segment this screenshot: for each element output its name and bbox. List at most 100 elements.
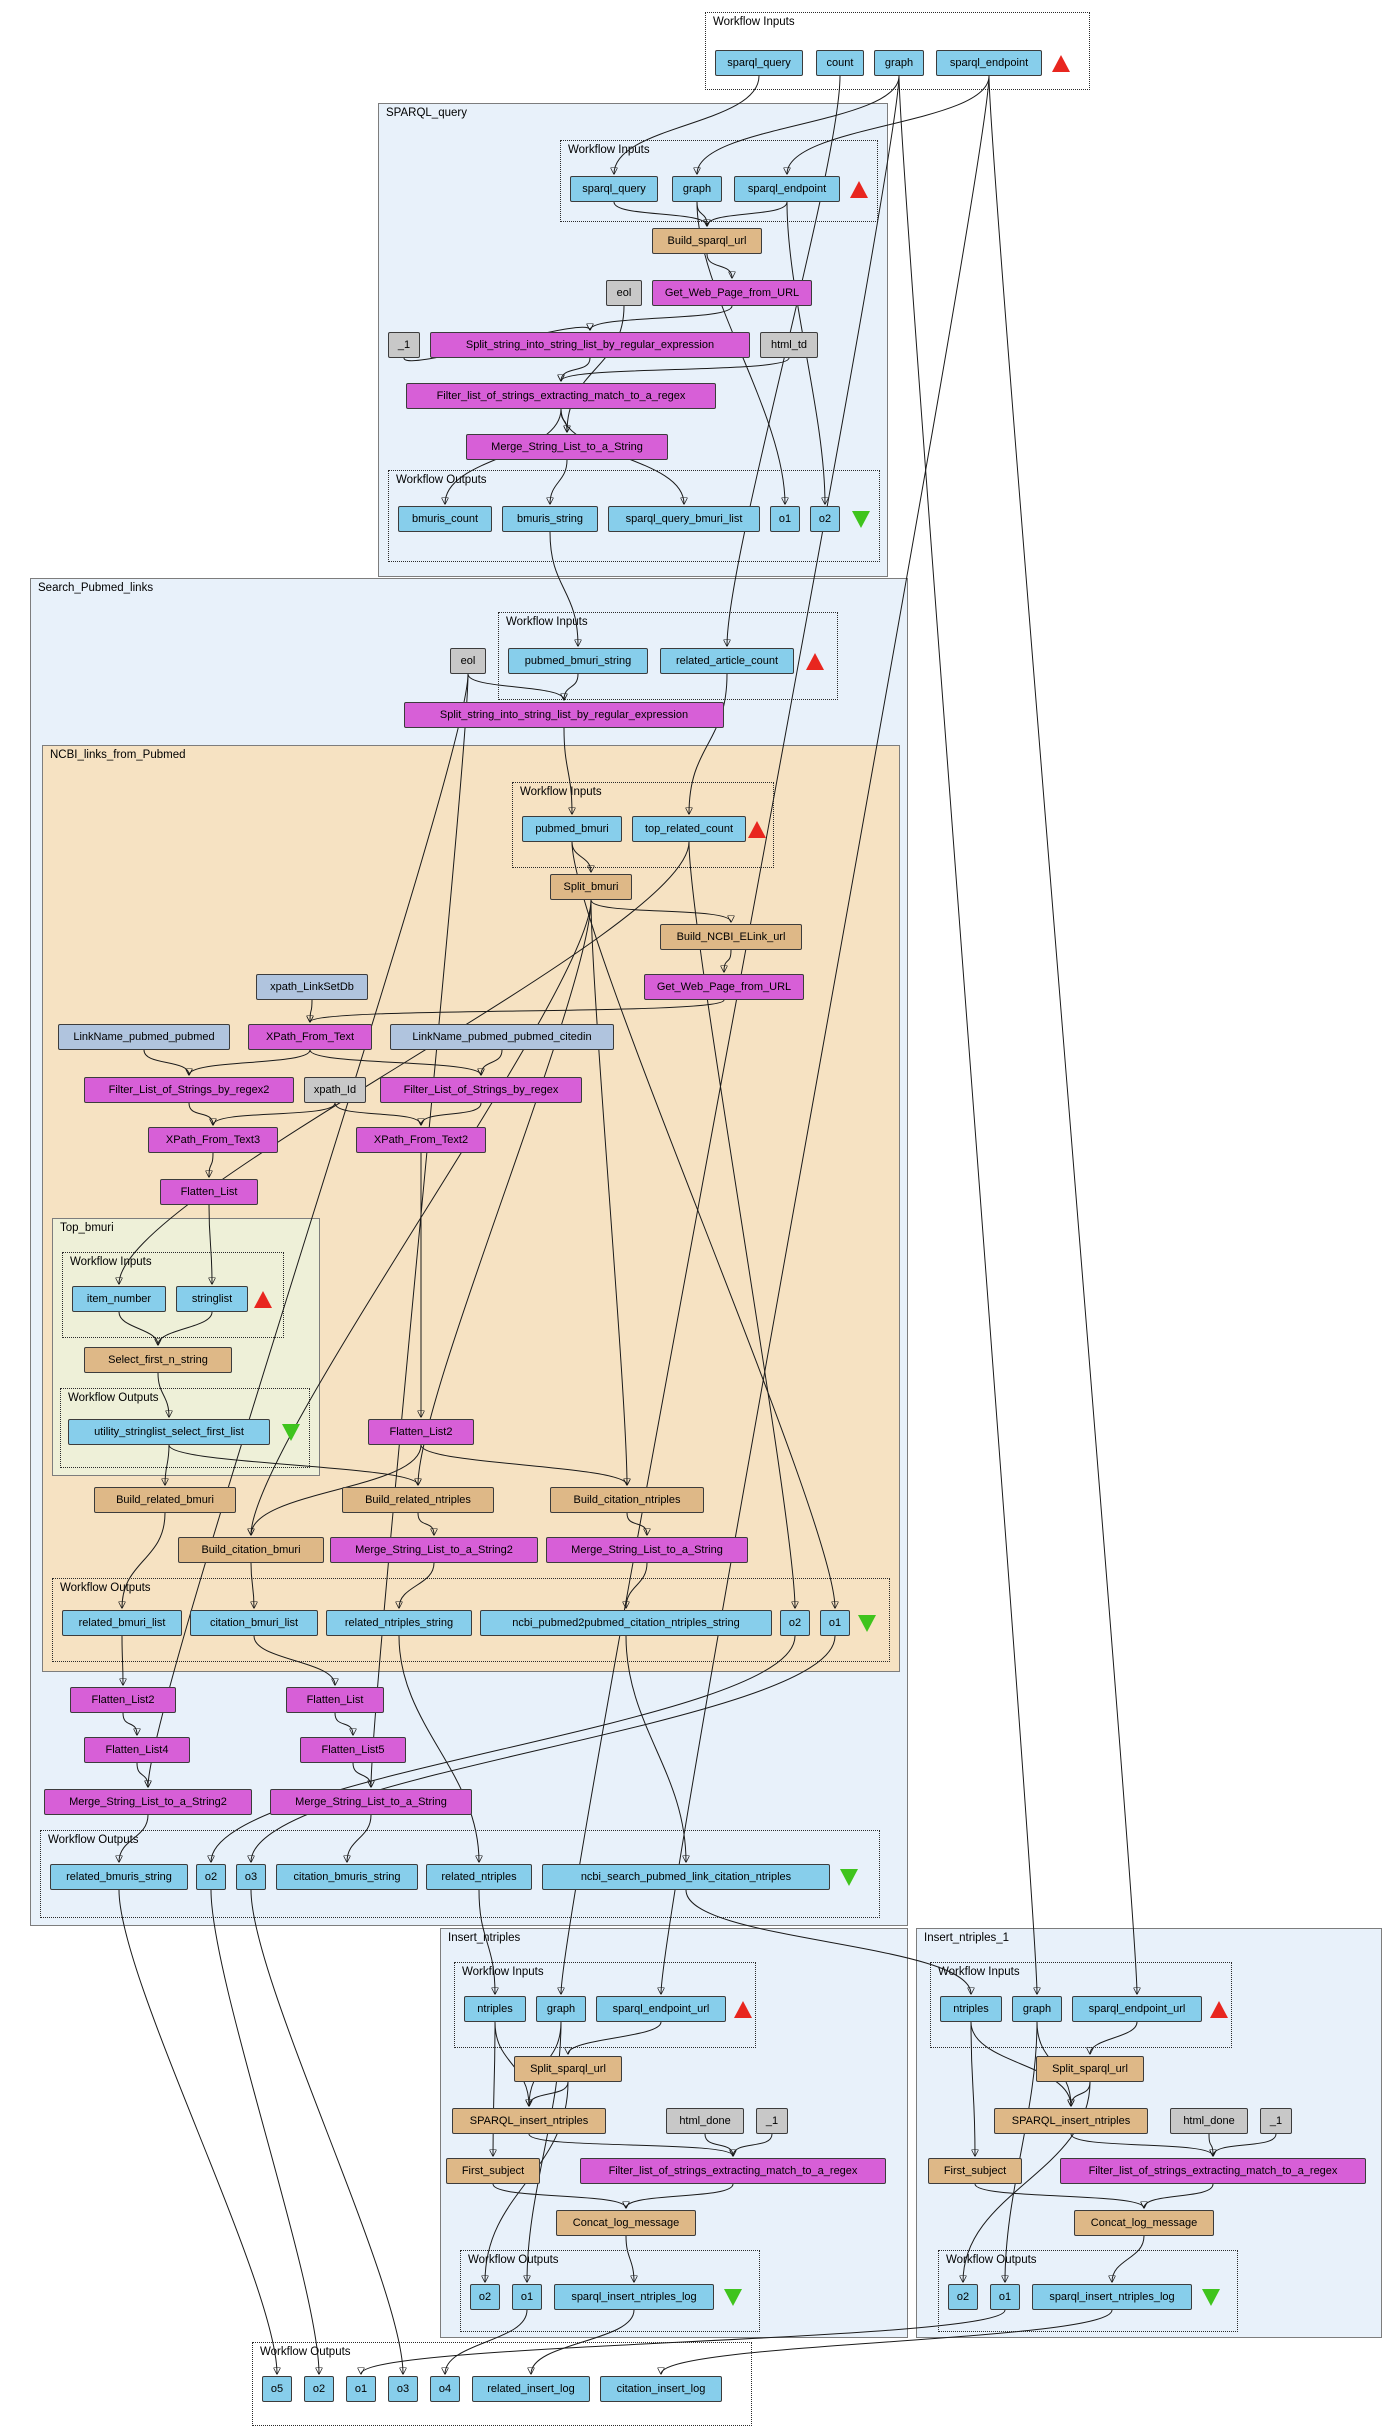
s_merge2[interactable]: Merge_String_List_to_a_String2 <box>44 1789 252 1815</box>
s_o_ncbi[interactable]: ncbi_search_pubmed_link_citation_ntriple… <box>542 1864 830 1890</box>
s_eol[interactable]: eol <box>450 648 486 674</box>
q_eol[interactable]: eol <box>606 280 642 306</box>
i1_wi_endpoint[interactable]: sparql_endpoint_url <box>596 1996 726 2022</box>
i1_o_log[interactable]: sparql_insert_ntriples_log <box>554 2284 714 2310</box>
i2_wi_graph[interactable]: graph <box>1012 1996 1062 2022</box>
n_filter[interactable]: Filter_List_of_Strings_by_regex <box>380 1077 582 1103</box>
i2_o_log[interactable]: sparql_insert_ntriples_log <box>1032 2284 1192 2310</box>
i1__1[interactable]: _1 <box>756 2108 788 2134</box>
n_merge2[interactable]: Merge_String_List_to_a_String2 <box>330 1537 538 1563</box>
i2_filter[interactable]: Filter_list_of_strings_extracting_match_… <box>1060 2158 1366 2184</box>
n_linkname_ppc[interactable]: LinkName_pubmed_pubmed_citedin <box>390 1024 614 1050</box>
s_flatten_list5[interactable]: Flatten_List5 <box>300 1737 406 1763</box>
b_o5[interactable]: o5 <box>262 2376 292 2402</box>
i1_wi_ntriples[interactable]: ntriples <box>464 1996 526 2022</box>
n_xpath_linksetdb[interactable]: xpath_LinkSetDb <box>256 974 368 1000</box>
i2_o1[interactable]: o1 <box>990 2284 1020 2310</box>
s_merge[interactable]: Merge_String_List_to_a_String <box>270 1789 472 1815</box>
q_html_td[interactable]: html_td <box>760 332 818 358</box>
s_wi_related_article_count[interactable]: related_article_count <box>660 648 794 674</box>
q__1[interactable]: _1 <box>388 332 420 358</box>
q_getwebpage[interactable]: Get_Web_Page_from_URL <box>652 280 812 306</box>
n_wi_top_related_count[interactable]: top_related_count <box>632 816 746 842</box>
q_o_bmuri_list[interactable]: sparql_query_bmuri_list <box>608 506 760 532</box>
i2_o2[interactable]: o2 <box>948 2284 978 2310</box>
n_o1[interactable]: o1 <box>820 1610 850 1636</box>
n_getwebpage[interactable]: Get_Web_Page_from_URL <box>644 974 804 1000</box>
n_xpath_id[interactable]: xpath_Id <box>304 1077 366 1103</box>
n_linkname_pp[interactable]: LinkName_pubmed_pubmed <box>58 1024 230 1050</box>
i2_wi_endpoint[interactable]: sparql_endpoint_url <box>1072 1996 1202 2022</box>
i2__1[interactable]: _1 <box>1260 2108 1292 2134</box>
n_o_related_bmuri_list[interactable]: related_bmuri_list <box>62 1610 182 1636</box>
s_flatten_list[interactable]: Flatten_List <box>286 1687 384 1713</box>
tb_out[interactable]: utility_stringlist_select_first_list <box>68 1419 270 1445</box>
q_o2[interactable]: o2 <box>810 506 840 532</box>
i1_o2[interactable]: o2 <box>470 2284 500 2310</box>
i1_concat[interactable]: Concat_log_message <box>556 2210 696 2236</box>
q_o_bmuris_count[interactable]: bmuris_count <box>398 506 492 532</box>
tb_stringlist[interactable]: stringlist <box>176 1286 248 1312</box>
s_wi_pubmed_bmuri_string[interactable]: pubmed_bmuri_string <box>508 648 648 674</box>
n_build_elink[interactable]: Build_NCBI_ELink_url <box>660 924 802 950</box>
n_wi_pubmed_bmuri[interactable]: pubmed_bmuri <box>522 816 622 842</box>
s_split[interactable]: Split_string_into_string_list_by_regular… <box>404 702 724 728</box>
t_count[interactable]: count <box>816 50 864 76</box>
q_wi_graph[interactable]: graph <box>672 176 722 202</box>
i1_wi_graph[interactable]: graph <box>536 1996 586 2022</box>
i1_insert[interactable]: SPARQL_insert_ntriples <box>452 2108 606 2134</box>
i2_html_done[interactable]: html_done <box>1170 2108 1248 2134</box>
n_filter2[interactable]: Filter_List_of_Strings_by_regex2 <box>84 1077 294 1103</box>
n_o_ncbi_string[interactable]: ncbi_pubmed2pubmed_citation_ntriples_str… <box>480 1610 772 1636</box>
t_graph[interactable]: graph <box>874 50 924 76</box>
i1_html_done[interactable]: html_done <box>666 2108 744 2134</box>
q_wi_sparql_query[interactable]: sparql_query <box>570 176 658 202</box>
b_o4[interactable]: o4 <box>430 2376 460 2402</box>
i2_first_subject[interactable]: First_subject <box>928 2158 1022 2184</box>
i2_wi_ntriples[interactable]: ntriples <box>940 1996 1002 2022</box>
n_build_related_bmuri[interactable]: Build_related_bmuri <box>94 1487 236 1513</box>
s_flatten_list4[interactable]: Flatten_List4 <box>84 1737 190 1763</box>
n_xft2[interactable]: XPath_From_Text2 <box>356 1127 486 1153</box>
s_o_citation_bmuris_string[interactable]: citation_bmuris_string <box>276 1864 418 1890</box>
n_merge[interactable]: Merge_String_List_to_a_String <box>546 1537 748 1563</box>
n_flatten_list2[interactable]: Flatten_List2 <box>368 1419 474 1445</box>
tb_item_number[interactable]: item_number <box>72 1286 166 1312</box>
i1_first_subject[interactable]: First_subject <box>446 2158 540 2184</box>
t_sparql_endpoint[interactable]: sparql_endpoint <box>936 50 1042 76</box>
n_build_citation_ntriples[interactable]: Build_citation_ntriples <box>550 1487 704 1513</box>
i2_split_url[interactable]: Split_sparql_url <box>1036 2056 1144 2082</box>
i1_o1[interactable]: o1 <box>512 2284 542 2310</box>
s_o3[interactable]: o3 <box>236 1864 266 1890</box>
b_citation_insert_log[interactable]: citation_insert_log <box>600 2376 722 2402</box>
b_o3[interactable]: o3 <box>388 2376 418 2402</box>
n_split_bmuri[interactable]: Split_bmuri <box>550 874 632 900</box>
tb_select[interactable]: Select_first_n_string <box>84 1347 232 1373</box>
q_filter[interactable]: Filter_list_of_strings_extracting_match_… <box>406 383 716 409</box>
b_related_insert_log[interactable]: related_insert_log <box>472 2376 590 2402</box>
s_flatten_list2[interactable]: Flatten_List2 <box>70 1687 176 1713</box>
i1_filter[interactable]: Filter_list_of_strings_extracting_match_… <box>580 2158 886 2184</box>
i1_split_url[interactable]: Split_sparql_url <box>514 2056 622 2082</box>
q_split[interactable]: Split_string_into_string_list_by_regular… <box>430 332 750 358</box>
b_o1[interactable]: o1 <box>346 2376 376 2402</box>
n_xpath_from_text[interactable]: XPath_From_Text <box>248 1024 372 1050</box>
i2_concat[interactable]: Concat_log_message <box>1074 2210 1214 2236</box>
n_build_related_ntriples[interactable]: Build_related_ntriples <box>342 1487 494 1513</box>
q_build_sparql_url[interactable]: Build_sparql_url <box>652 228 762 254</box>
n_o_related_ntriples_string[interactable]: related_ntriples_string <box>326 1610 472 1636</box>
q_o1[interactable]: o1 <box>770 506 800 532</box>
q_merge[interactable]: Merge_String_List_to_a_String <box>466 434 668 460</box>
b_o2[interactable]: o2 <box>304 2376 334 2402</box>
t_sparql_query[interactable]: sparql_query <box>715 50 803 76</box>
i2_insert[interactable]: SPARQL_insert_ntriples <box>994 2108 1148 2134</box>
n_xft3[interactable]: XPath_From_Text3 <box>148 1127 278 1153</box>
q_wi_sparql_endpoint[interactable]: sparql_endpoint <box>734 176 840 202</box>
n_o_citation_bmuri_list[interactable]: citation_bmuri_list <box>190 1610 318 1636</box>
s_o_related_ntriples[interactable]: related_ntriples <box>426 1864 532 1890</box>
q_o_bmuris_string[interactable]: bmuris_string <box>502 506 598 532</box>
n_o2[interactable]: o2 <box>780 1610 810 1636</box>
n_flatten_list[interactable]: Flatten_List <box>160 1179 258 1205</box>
s_o_related_bmuris_string[interactable]: related_bmuris_string <box>50 1864 188 1890</box>
n_build_citation_bmuri[interactable]: Build_citation_bmuri <box>178 1537 324 1563</box>
